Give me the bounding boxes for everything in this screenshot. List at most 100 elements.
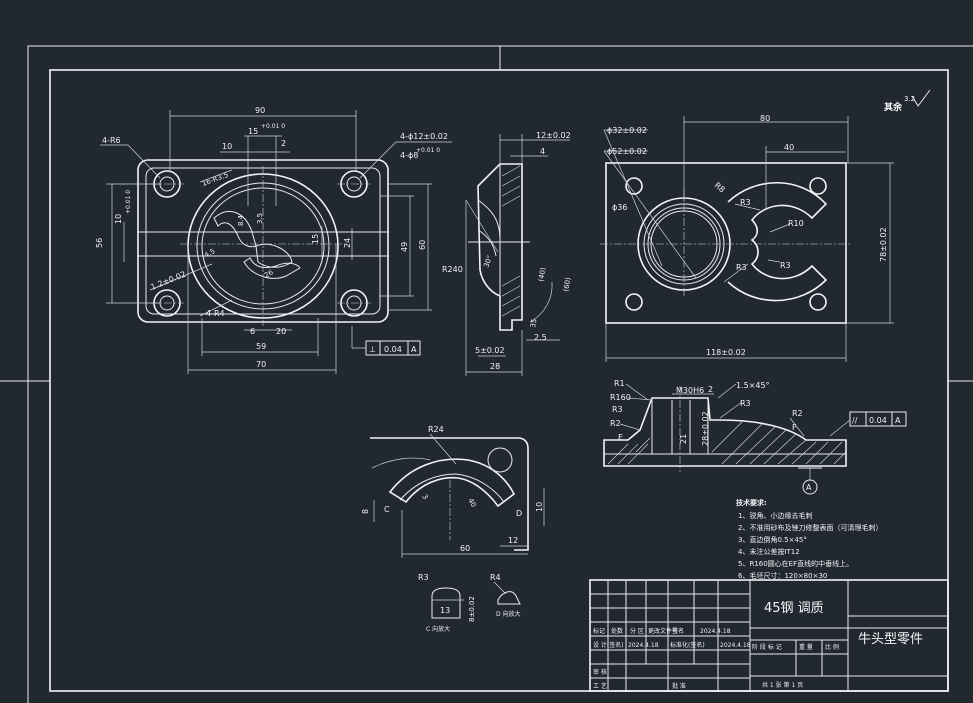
r3-a: R3	[740, 198, 751, 207]
tb-r2-c2: 2024.4.18	[628, 642, 659, 649]
sec-r160: R160	[610, 393, 631, 402]
det-angle-3: 3	[420, 493, 429, 501]
dim-inner-84: 8.4	[237, 214, 245, 226]
section-view: R1 R160 R3 R2 E M30H6 2 1.5×45° R3 R2 F …	[603, 379, 907, 495]
holes-4R6: 4-R6	[102, 136, 121, 145]
det-c: C	[384, 505, 390, 514]
tb-r1-c4: 更改文件号	[648, 627, 678, 635]
sec-r1: R1	[614, 379, 625, 388]
dim-right-49: 49	[400, 242, 409, 252]
top-view: 90 15 +0.01 0 10 2 4-R6 4-ϕ12±0.02 4-ϕ8 …	[95, 106, 452, 374]
det-dim-40: 40	[466, 497, 477, 509]
holes-4phi12: 4-ϕ12±0.02	[400, 132, 448, 141]
detail-view: R24 8 C D 40 3 10 60 12 R3 13 8±0.02 C 向…	[361, 425, 545, 633]
dim-right-24: 24	[343, 238, 352, 248]
tb-r1-c6: 2024.4.18	[700, 628, 731, 635]
det-r24: R24	[428, 425, 444, 434]
sec-e: E	[618, 433, 623, 442]
dim-70: 70	[256, 360, 266, 369]
det-dim-10: 10	[535, 502, 544, 512]
parallel-symbol: //	[852, 416, 858, 425]
r3-c: R3	[780, 261, 791, 270]
tb-r3-c1: 审 核	[593, 668, 607, 676]
roughness-value: 3.2	[904, 95, 915, 103]
tb-r1-c5: 签名	[672, 627, 684, 635]
holes-4phi8: 4-ϕ8	[400, 151, 418, 160]
det-r3: R3	[418, 573, 429, 582]
side-r240: R240	[442, 265, 463, 274]
det-label-c: C 向放大	[426, 625, 450, 633]
det-d: D	[516, 509, 522, 518]
datum-a: A	[806, 483, 812, 492]
dim-80: 80	[760, 114, 770, 123]
phi36: ϕ36	[612, 203, 627, 212]
sec-f: F	[792, 423, 797, 432]
side-dim-12: 12±0.02	[536, 131, 571, 140]
dim-2: 2	[281, 139, 286, 148]
parallel-datum: A	[895, 416, 901, 425]
perp-symbol: ⊥	[369, 345, 376, 354]
sec-m30: M30H6	[676, 386, 704, 395]
side-dim-28: 28	[490, 362, 500, 371]
det-dim-13: 13	[440, 606, 450, 615]
note-4: 4、未注公差按IT12	[738, 547, 800, 556]
dim-10: 10	[222, 142, 232, 151]
part-name: 牛头型零件	[858, 632, 923, 647]
det-label-d: D 向放大	[496, 610, 521, 618]
note-6: 6、毛坯尺寸：120×80×30	[738, 571, 827, 580]
side-dim-4: 4	[540, 147, 545, 156]
tb-r2-c3: 标准化(签名)	[670, 641, 705, 649]
phi32: ϕ32±0.02	[607, 126, 647, 135]
dim-59: 59	[256, 342, 266, 351]
side-angle-60: (60)	[562, 277, 572, 293]
sec-r3-b: R3	[740, 399, 751, 408]
note-1: 1、锐角、小边缘去毛刺	[738, 511, 812, 520]
parallel-value: 0.04	[869, 416, 887, 425]
sec-chamfer: 1.5×45°	[736, 381, 770, 390]
dim-right-60: 60	[418, 240, 427, 250]
dim-inner-26: 26	[263, 268, 275, 280]
r10: R10	[788, 219, 804, 228]
note-3: 3、直边倒角0.5×45°	[738, 535, 807, 544]
notes-title: 技术要求:	[736, 498, 767, 507]
dim-4R4: 4-R4	[206, 309, 225, 318]
note-2: 2、不准用砂布及锉刀修整表面（可清理毛刺）	[738, 523, 882, 532]
tb-weight: 重 量	[799, 643, 813, 651]
dim-78: 78±0.02	[879, 227, 888, 262]
side-angle-40: (40)	[537, 267, 547, 283]
dim-left-10: 10	[114, 214, 123, 224]
perp-datum: A	[411, 345, 417, 354]
sec-r2-b: R2	[792, 409, 803, 418]
technical-notes: 技术要求: 1、锐角、小边缘去毛刺 2、不准用砂布及锉刀修整表面（可清理毛刺） …	[736, 498, 882, 580]
note-5: 5、R160圆心在EF直线的中垂线上。	[738, 559, 853, 568]
tb-stage: 阶 段 标 记	[752, 643, 782, 651]
side-dim-5: 5±0.02	[475, 346, 505, 355]
right-view: ϕ32±0.02 ϕ52±0.02 ϕ36 80 40 R3 R3 R3 R10…	[600, 114, 894, 362]
tb-r4-c1: 工 艺	[593, 682, 607, 690]
dim-15-tol: +0.01 0	[261, 123, 285, 130]
roughness-label: 其余	[884, 101, 903, 113]
det-dim-60: 60	[460, 544, 470, 553]
perp-value: 0.04	[384, 345, 402, 354]
dim-right-15: 15	[311, 234, 320, 244]
tb-r1-c2: 处数	[611, 627, 623, 635]
dim-20: 20	[276, 327, 286, 336]
tb-r1-c3: 分 区	[630, 627, 644, 635]
sec-dim-2: 2	[708, 385, 713, 394]
tb-sheet: 共 1 张 第 1 页	[762, 681, 803, 689]
dim-inner-3-5: 3.5	[256, 213, 264, 224]
det-r4: R4	[490, 573, 501, 582]
dim-15: 15	[248, 127, 258, 136]
phi52: ϕ52±0.02	[607, 147, 647, 156]
sec-r2-a: R2	[610, 419, 621, 428]
dim-left-10-tol: +0.01 0	[125, 190, 132, 214]
det-dim-vert: 8±0.02	[468, 596, 476, 622]
title-block: 45钢 调质 牛头型零件 标记 处数 分 区 更改文件号 签名 2024.4.1…	[589, 579, 949, 692]
dim-56: 56	[95, 238, 104, 248]
sec-dim-28: 28±0.02	[701, 411, 710, 446]
tb-r4-c2: 批 准	[672, 682, 686, 690]
holes-4phi8-tol: +0.01 0	[416, 147, 440, 154]
tb-scale: 比 例	[825, 643, 839, 651]
